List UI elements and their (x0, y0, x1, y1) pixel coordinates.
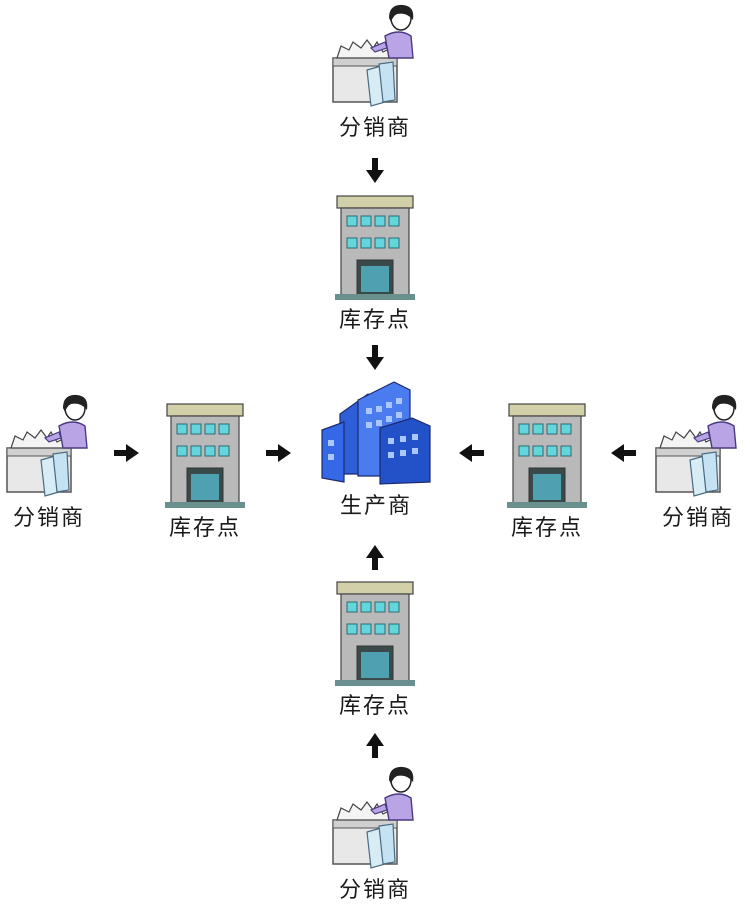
distributor-label: 分销商 (338, 878, 411, 903)
distributor-label: 分销商 (661, 506, 734, 531)
arrow-right-icon (266, 444, 291, 462)
manufacturer-label: 生产商 (339, 494, 412, 519)
distributor-icon (655, 394, 737, 497)
factory-building-icon (321, 381, 431, 485)
arrow-right-icon (114, 444, 139, 462)
arrow-down-icon (366, 345, 384, 370)
arrow-left-icon (459, 444, 484, 462)
warehouse-icon (165, 403, 245, 508)
warehouse-label: 库存点 (338, 694, 411, 719)
warehouse-top: 库存点 (320, 190, 430, 334)
distributor-top: 分销商 (320, 2, 430, 142)
manufacturer: 生产商 (318, 378, 434, 520)
arrow-up-icon (366, 545, 384, 570)
distributor-icon (6, 394, 88, 497)
distributor-label: 分销商 (338, 116, 411, 141)
warehouse-label: 库存点 (338, 308, 411, 333)
warehouse-bottom: 库存点 (320, 576, 430, 720)
warehouse-icon (335, 195, 415, 300)
warehouse-icon (507, 403, 587, 508)
warehouse-left: 库存点 (150, 398, 260, 542)
distributor-right: 分销商 (648, 392, 748, 532)
arrow-left-icon (611, 444, 636, 462)
distributor-icon (332, 4, 414, 107)
distributor-label: 分销商 (12, 506, 85, 531)
warehouse-label: 库存点 (168, 516, 241, 541)
arrow-down-icon (366, 158, 384, 183)
arrow-up-icon (366, 733, 384, 758)
warehouse-icon (335, 581, 415, 686)
warehouse-label: 库存点 (510, 516, 583, 541)
warehouse-right: 库存点 (492, 398, 602, 542)
distributor-bottom: 分销商 (320, 764, 430, 904)
distributor-icon (332, 766, 414, 869)
distributor-left: 分销商 (0, 392, 104, 532)
